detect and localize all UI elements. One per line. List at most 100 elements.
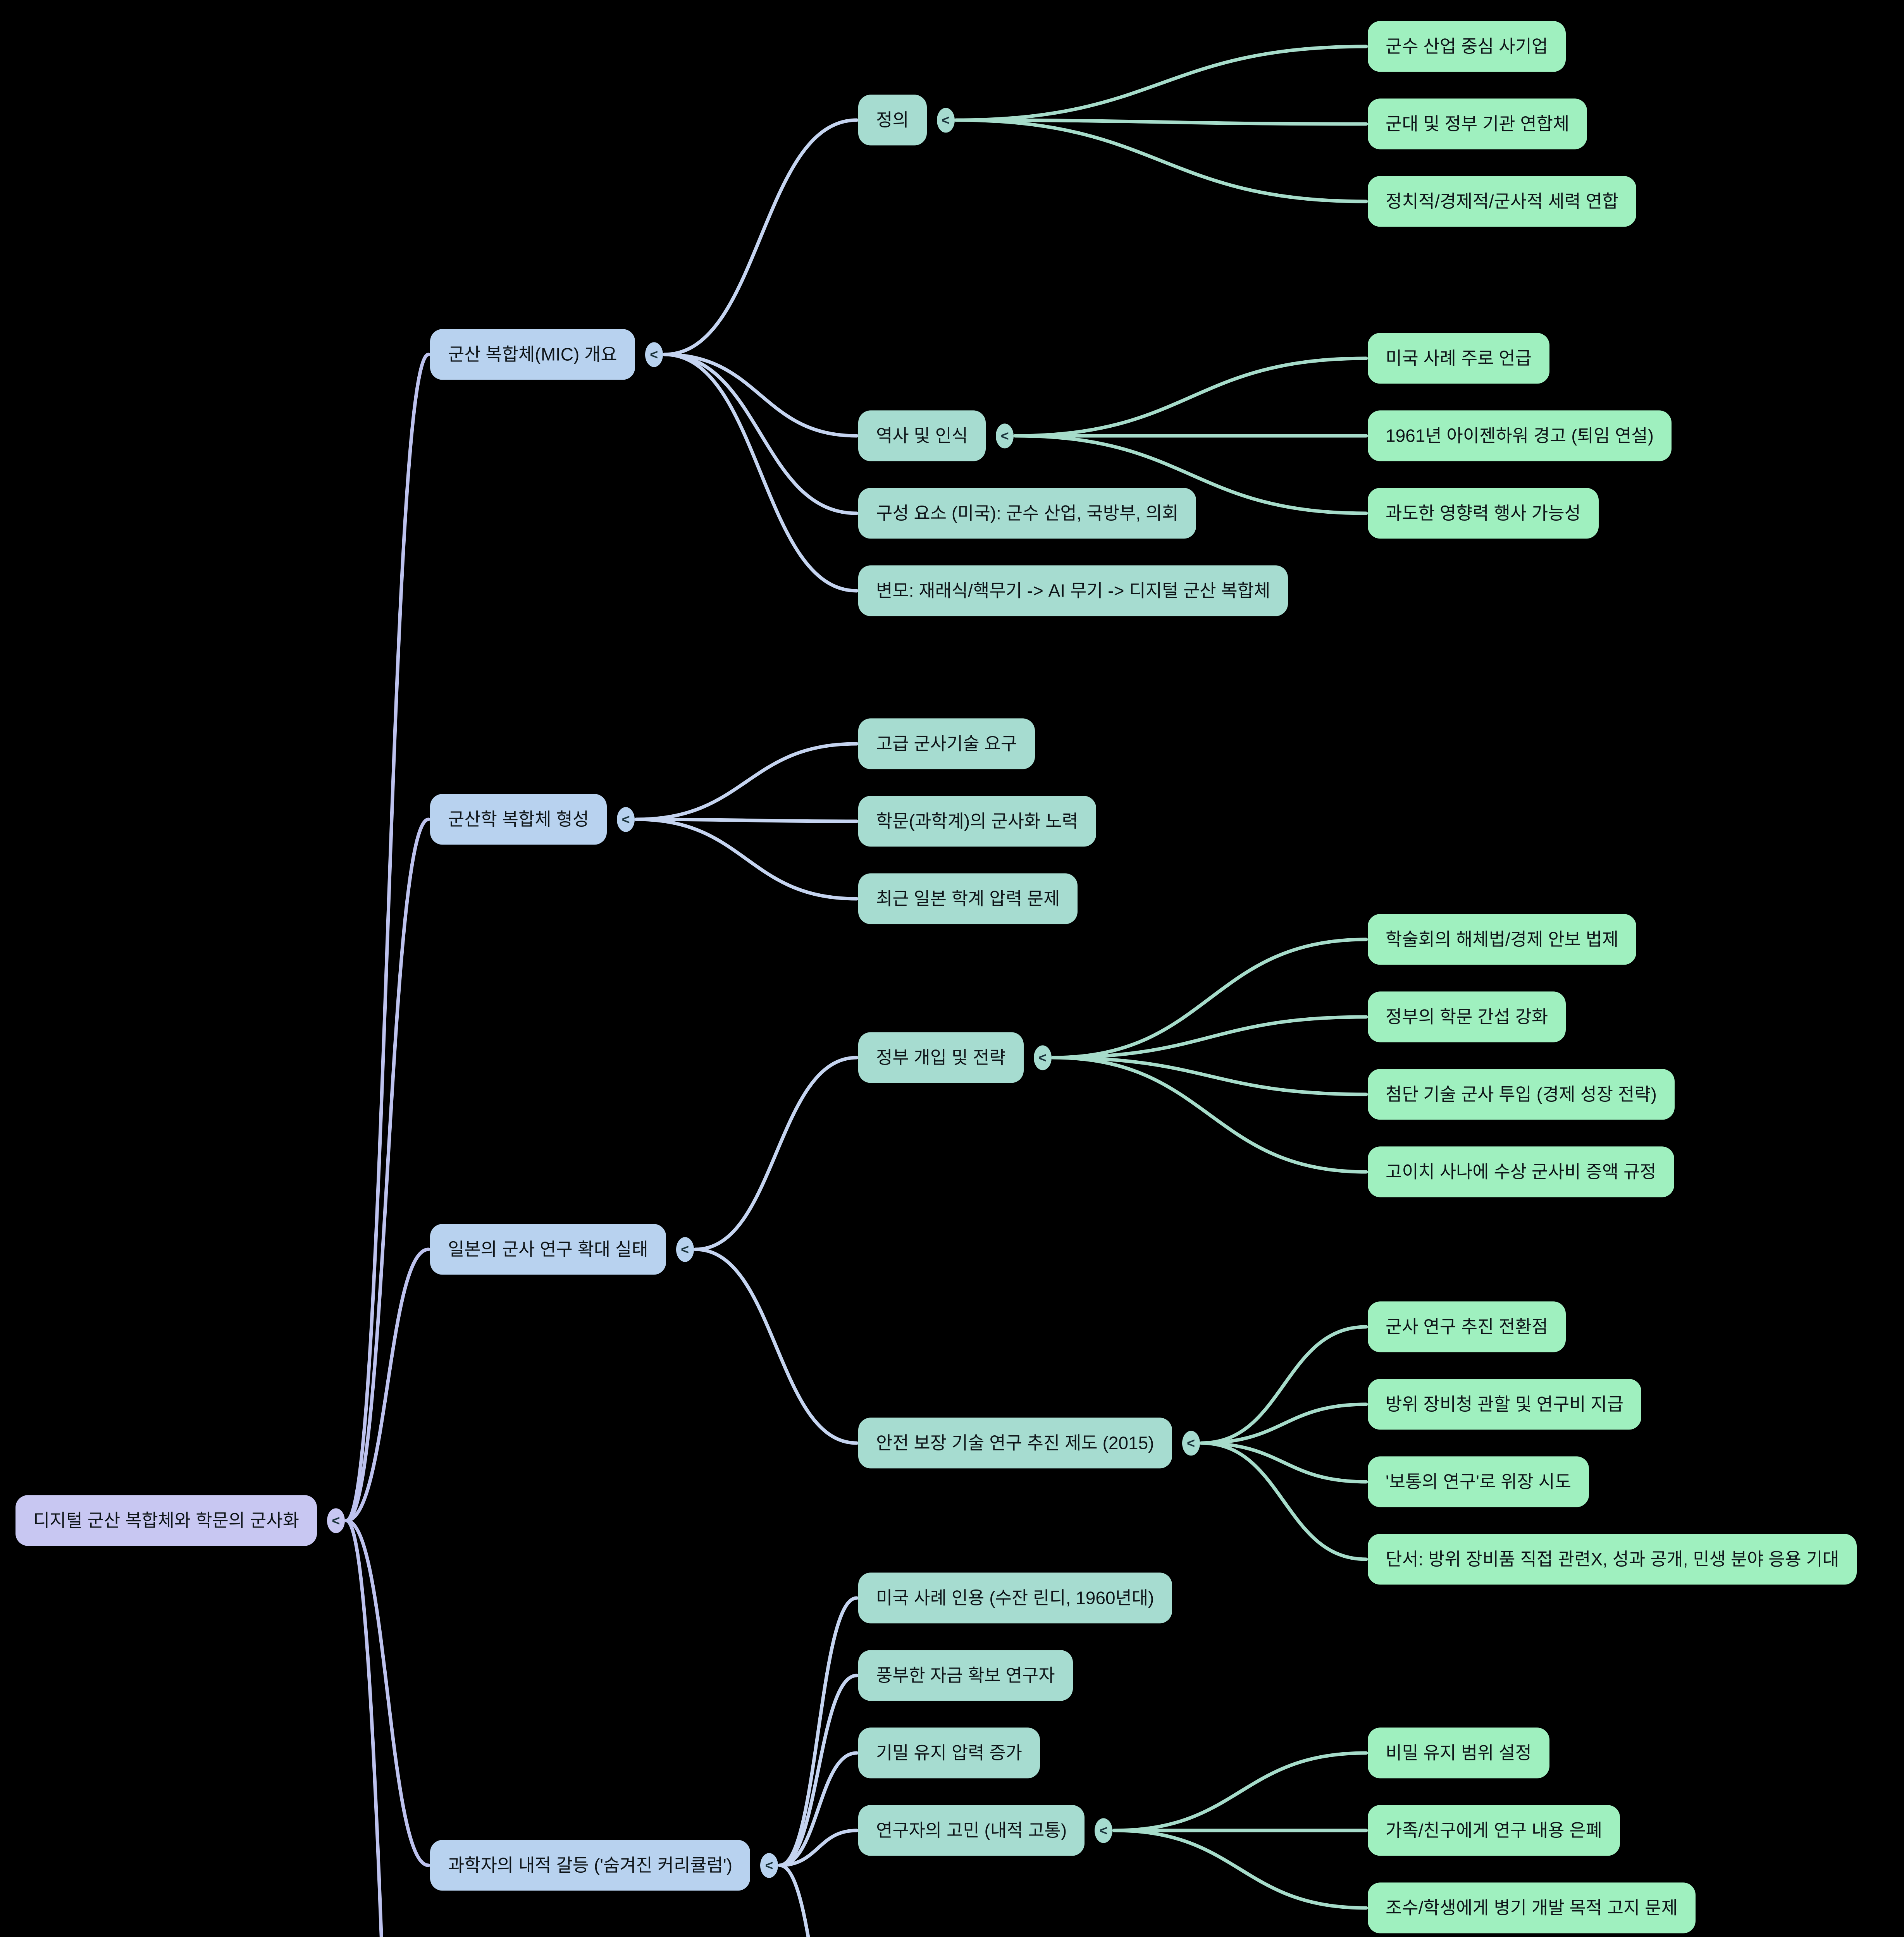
collapse-toggle-icon[interactable]: < xyxy=(676,1237,694,1262)
mindmap-node: 구성 요소 (미국): 군수 산업, 국방부, 의회 xyxy=(858,488,1196,539)
collapse-toggle-icon[interactable]: < xyxy=(760,1853,778,1878)
node-label[interactable]: 정의 xyxy=(858,95,927,146)
node-label[interactable]: 미국 사례 인용 (수잔 린디, 1960년대) xyxy=(858,1572,1172,1624)
edge-path xyxy=(344,1247,430,1522)
mindmap-node: 군산 복합체(MIC) 개요 < xyxy=(430,329,663,380)
edge-path xyxy=(1051,938,1368,1060)
node-label[interactable]: 군사 연구 추진 전환점 xyxy=(1368,1301,1566,1352)
collapse-toggle-icon[interactable]: < xyxy=(996,423,1014,448)
node-label[interactable]: 정부의 학문 간섭 강화 xyxy=(1368,991,1566,1042)
mindmap-node: '보통의 연구'로 위장 시도 xyxy=(1368,1456,1589,1507)
node-label[interactable]: 학문(과학계)의 군사화 노력 xyxy=(858,796,1096,847)
edge-path xyxy=(778,1596,859,1867)
mindmap-node: 군사 연구 추진 전환점 xyxy=(1368,1301,1566,1352)
edge-path xyxy=(694,1056,859,1251)
node-label[interactable]: 1961년 아이젠하워 경고 (퇴임 연설) xyxy=(1368,410,1672,461)
node-label[interactable]: 일본의 군사 연구 확대 실태 xyxy=(430,1224,666,1275)
collapse-toggle-icon[interactable]: < xyxy=(617,807,635,832)
node-label[interactable]: 정부 개입 및 전략 xyxy=(858,1032,1024,1083)
node-label[interactable]: 역사 및 인식 xyxy=(858,410,986,461)
mindmap-node: 정의 < xyxy=(858,95,955,146)
node-label[interactable]: 풍부한 자금 확보 연구자 xyxy=(858,1650,1073,1701)
edge-path xyxy=(954,45,1368,122)
mindmap-node: 조수/학생에게 병기 개발 목적 고지 문제 xyxy=(1368,1882,1696,1934)
collapse-toggle-icon[interactable]: < xyxy=(327,1508,345,1533)
edge-path xyxy=(344,1519,383,1937)
edge-path xyxy=(663,353,859,515)
collapse-toggle-icon[interactable]: < xyxy=(1182,1431,1200,1455)
collapse-toggle-icon[interactable]: < xyxy=(937,108,955,132)
node-label[interactable]: 미국 사례 주로 언급 xyxy=(1368,333,1549,384)
mindmap-node: 최근 일본 학계 압력 문제 xyxy=(858,873,1078,924)
edge-path xyxy=(954,118,1368,203)
mindmap-node: 과도한 영향력 행사 가능성 xyxy=(1368,488,1599,539)
node-label[interactable]: 디지털 군산 복합체와 학문의 군사화 xyxy=(15,1495,317,1546)
node-label[interactable]: 학술회의 해체법/경제 안보 법제 xyxy=(1368,914,1637,965)
mindmap-node: 정치적/경제적/군사적 세력 연합 xyxy=(1368,176,1637,227)
node-label[interactable]: 군대 및 정부 기관 연합체 xyxy=(1368,98,1587,150)
edge-path xyxy=(1013,356,1368,438)
mindmap-node: 정부의 학문 간섭 강화 xyxy=(1368,991,1566,1042)
mindmap-node: 일본의 군사 연구 확대 실태 < xyxy=(430,1224,694,1275)
node-label[interactable]: 과학자의 내적 갈등 ('숨겨진 커리큘럼') xyxy=(430,1840,751,1891)
node-label[interactable]: 고이치 사나에 수상 군사비 증액 규정 xyxy=(1368,1146,1674,1197)
edge-path xyxy=(344,817,430,1522)
node-label[interactable]: 과도한 영향력 행사 가능성 xyxy=(1368,488,1599,539)
edge-path xyxy=(344,1519,430,1867)
node-label[interactable]: 안전 보장 기술 연구 추진 제도 (2015) xyxy=(858,1417,1172,1469)
node-label[interactable]: 군산학 복합체 형성 xyxy=(430,794,607,845)
mindmap-node: 기밀 유지 압력 증가 xyxy=(858,1727,1040,1779)
node-label[interactable]: 정치적/경제적/군사적 세력 연합 xyxy=(1368,176,1637,227)
edge-path xyxy=(1200,1402,1368,1445)
mindmap-node: 역사 및 인식 < xyxy=(858,410,1014,461)
node-label[interactable]: 연구자의 고민 (내적 고통) xyxy=(858,1805,1085,1856)
mindmap-node: 정부 개입 및 전략 < xyxy=(858,1032,1052,1083)
mindmap-node: 단서: 방위 장비품 직접 관련X, 성과 공개, 민생 분야 응용 기대 xyxy=(1368,1534,1857,1585)
mindmap-node: 연구자의 고민 (내적 고통) < xyxy=(858,1805,1113,1856)
edge-path xyxy=(344,353,430,1522)
node-label[interactable]: 기밀 유지 압력 증가 xyxy=(858,1727,1040,1779)
collapse-toggle-icon[interactable]: < xyxy=(1095,1818,1113,1843)
node-label[interactable]: 조수/학생에게 병기 개발 목적 고지 문제 xyxy=(1368,1882,1696,1934)
node-label[interactable]: 방위 장비청 관할 및 연구비 지급 xyxy=(1368,1379,1642,1430)
node-label[interactable]: 최근 일본 학계 압력 문제 xyxy=(858,873,1078,924)
mindmap-node: 방위 장비청 관할 및 연구비 지급 xyxy=(1368,1379,1642,1430)
edge-path xyxy=(634,742,859,821)
edge-path xyxy=(1051,1056,1368,1096)
node-label[interactable]: 고급 군사기술 요구 xyxy=(858,718,1035,769)
edge-path xyxy=(634,817,859,901)
node-label[interactable]: '보통의 연구'로 위장 시도 xyxy=(1368,1456,1589,1507)
node-label[interactable]: 단서: 방위 장비품 직접 관련X, 성과 공개, 민생 분야 응용 기대 xyxy=(1368,1534,1857,1585)
edge-path xyxy=(778,1674,859,1867)
edge-path xyxy=(1013,434,1368,515)
mindmap-node: 가족/친구에게 연구 내용 은폐 xyxy=(1368,1805,1620,1856)
edge-path xyxy=(1051,1056,1368,1174)
node-label[interactable]: 가족/친구에게 연구 내용 은폐 xyxy=(1368,1805,1620,1856)
node-label[interactable]: 변모: 재래식/핵무기 -> AI 무기 -> 디지털 군산 복합체 xyxy=(858,565,1288,616)
edge-path xyxy=(1200,1441,1368,1561)
mindmap-node: 학문(과학계)의 군사화 노력 xyxy=(858,796,1096,847)
mindmap-node: 풍부한 자금 확보 연구자 xyxy=(858,1650,1073,1701)
edge-path xyxy=(1112,1751,1368,1832)
mindmap-node: 학술회의 해체법/경제 안보 법제 xyxy=(1368,914,1637,965)
collapse-toggle-icon[interactable]: < xyxy=(645,342,663,367)
mindmap-node: 군산학 복합체 형성 < xyxy=(430,794,635,845)
edge-path xyxy=(663,118,859,356)
node-label[interactable]: 군산 복합체(MIC) 개요 xyxy=(430,329,635,380)
mindmap-root-node: 디지털 군산 복합체와 학문의 군사화 < xyxy=(15,1495,345,1546)
mindmap-node: 군수 산업 중심 사기업 xyxy=(1368,21,1566,72)
mindmap-node: 안전 보장 기술 연구 추진 제도 (2015) < xyxy=(858,1417,1200,1469)
mindmap-node: 비밀 유지 범위 설정 xyxy=(1368,1727,1549,1779)
node-label[interactable]: 구성 요소 (미국): 군수 산업, 국방부, 의회 xyxy=(858,488,1196,539)
node-label[interactable]: 군수 산업 중심 사기업 xyxy=(1368,21,1566,72)
collapse-toggle-icon[interactable]: < xyxy=(1033,1045,1052,1070)
node-label[interactable]: 첨단 기술 군사 투입 (경제 성장 전략) xyxy=(1368,1069,1675,1120)
mindmap-node: 1961년 아이젠하워 경고 (퇴임 연설) xyxy=(1368,410,1672,461)
edge-path xyxy=(634,817,859,823)
edge-path xyxy=(1112,1829,1368,1910)
edge-path xyxy=(778,1829,859,1867)
edge-path xyxy=(663,353,859,438)
mindmap-node: 과학자의 내적 갈등 ('숨겨진 커리큘럼') < xyxy=(430,1840,778,1891)
node-label[interactable]: 비밀 유지 범위 설정 xyxy=(1368,1727,1549,1779)
